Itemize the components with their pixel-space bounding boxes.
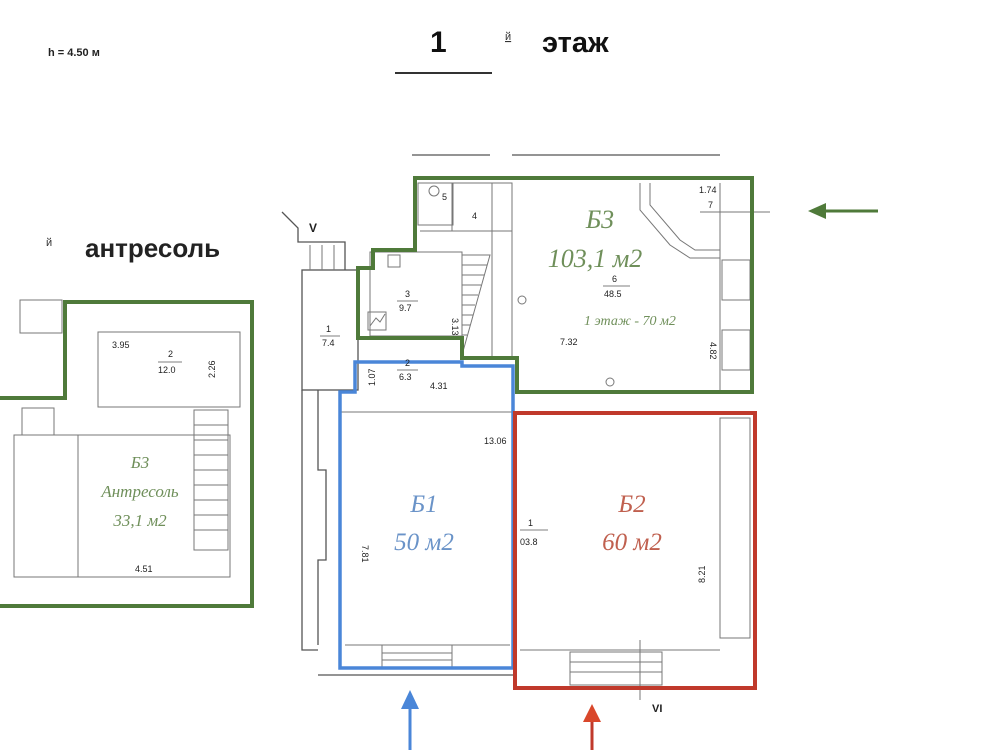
room-number: 2 [405, 358, 410, 368]
mezz-room-number: 2 [168, 349, 173, 359]
mezzanine-plan: 3.95 2 12.0 2.26 4.51 [13, 299, 241, 578]
room-area: 9.7 [399, 303, 412, 313]
unit-b3-code: Б3 [585, 205, 614, 234]
room-area: 6.3 [399, 372, 412, 382]
room-area: 48.5 [604, 289, 622, 299]
green-entrance-arrow-icon [808, 203, 878, 219]
entrance-steps [381, 640, 663, 700]
unit-b3-note: 1 этаж - 70 м2 [584, 314, 676, 329]
red-entrance-arrow-icon [583, 704, 601, 750]
dimension: 7.81 [360, 545, 370, 563]
room-number: 1 [326, 324, 331, 334]
unit-b1-area: 50 м2 [394, 529, 454, 556]
dimension: 3.13 [450, 318, 460, 336]
axis-label: V [309, 221, 317, 235]
mezz-room-area: 12.0 [158, 365, 176, 375]
building-walls [281, 154, 770, 700]
unit-b2-outline [513, 411, 757, 690]
room-area: 03.8 [520, 537, 538, 547]
dimension: 7.32 [560, 337, 578, 347]
mezzanine-heading-suffix: й [46, 237, 52, 249]
mezzanine-heading: антресоль [85, 233, 220, 263]
room-area: 1.74 [699, 185, 717, 195]
floor-suffix: й [505, 31, 511, 43]
mezz-unit-name: Антресоль [100, 482, 179, 501]
room-number: 3 [405, 289, 410, 299]
dimension: 4.82 [708, 342, 718, 360]
unit-b3-mezzanine-outline [0, 300, 254, 608]
axis-label: VI [652, 703, 662, 715]
floor-number: 1 [430, 26, 447, 59]
mezz-dim: 4.51 [135, 564, 153, 574]
mezz-dim: 3.95 [112, 340, 130, 350]
room-number: 5 [442, 192, 447, 202]
dimension: 8.21 [697, 565, 707, 583]
room-number: 4 [472, 211, 477, 221]
room-number: 1 [528, 518, 533, 528]
mezz-unit-area: 33,1 м2 [112, 511, 167, 530]
room-number: 6 [612, 274, 617, 284]
room-area: 7.4 [322, 338, 335, 348]
stairs [461, 254, 491, 356]
mezz-unit-code: Б3 [130, 453, 150, 472]
floor-word: этаж [542, 27, 609, 59]
mezz-dim: 2.26 [207, 360, 217, 378]
ceiling-height-note: h = 4.50 м [48, 47, 100, 59]
unit-b3-area: 103,1 м2 [548, 244, 643, 273]
dimension: 1.07 [367, 368, 377, 386]
room-number: 7 [708, 200, 713, 210]
blue-entrance-arrow-icon [401, 690, 419, 750]
unit-b2-code: Б2 [617, 491, 645, 518]
dimension: 4.31 [430, 381, 448, 391]
unit-b1-code: Б1 [409, 491, 437, 518]
unit-b2-area: 60 м2 [602, 529, 662, 556]
dimension-labels: 3.13 1.07 4.31 7.32 4.82 13.06 7.81 8.21 [360, 318, 718, 583]
unit-b3-outline [356, 176, 754, 394]
room-labels: 1 7.4 2 6.3 3 9.7 4 5 6 48.5 7 1.74 1 03… [320, 185, 717, 547]
dimension: 13.06 [484, 436, 507, 446]
